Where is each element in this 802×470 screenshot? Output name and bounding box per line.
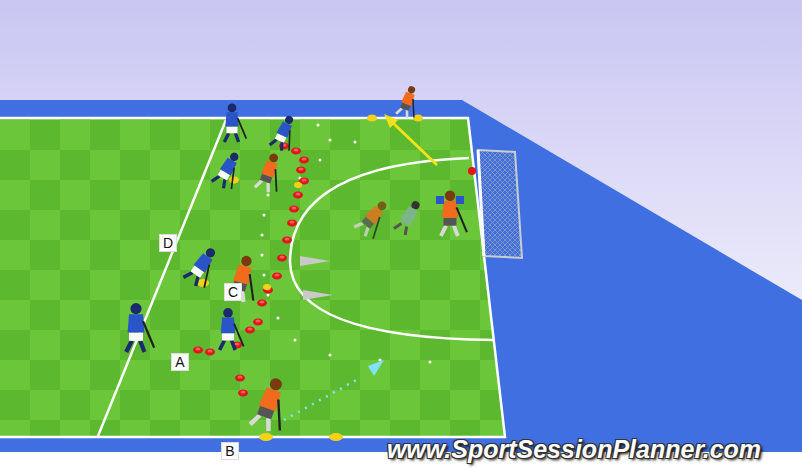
watermark: www.SportSessionPlanner.com — [387, 435, 761, 464]
goal — [468, 150, 522, 258]
cones — [193, 143, 309, 397]
arrows — [284, 114, 437, 420]
surround — [0, 100, 802, 452]
player-label: D — [159, 234, 177, 252]
pitch — [0, 118, 505, 437]
pitch-lines — [0, 118, 505, 437]
players — [126, 84, 467, 434]
balls — [197, 115, 423, 442]
dotted-arc — [261, 124, 432, 364]
player-label: B — [221, 442, 238, 460]
player-label: C — [224, 283, 242, 301]
player-label: A — [171, 353, 188, 371]
